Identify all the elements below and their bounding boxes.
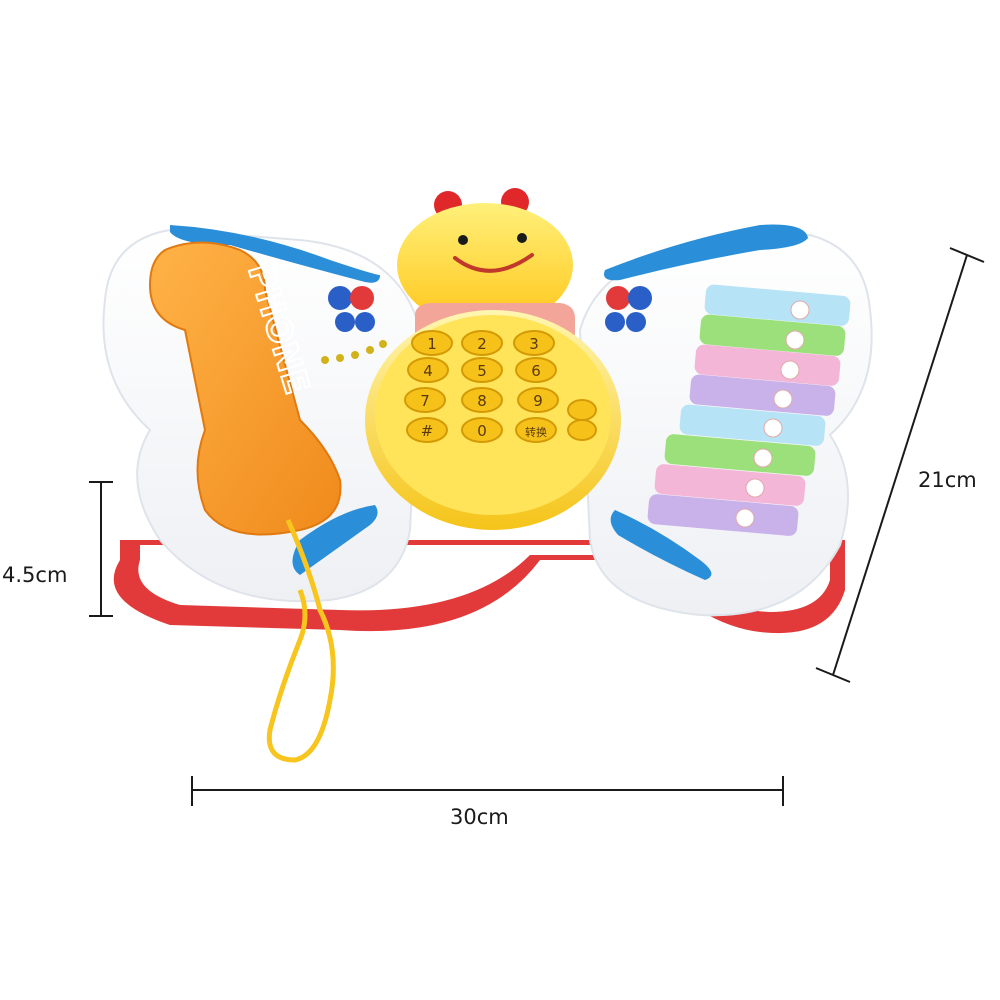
key-3: 3 [529, 335, 539, 353]
key-0: 0 [477, 422, 487, 440]
key-4: 4 [423, 362, 433, 380]
key-2: 2 [477, 335, 487, 353]
width-dimension-line [191, 776, 784, 806]
left-blue-stripe [170, 225, 380, 283]
depth-dimension-line [89, 481, 113, 617]
key-convert: 转换 [525, 425, 547, 439]
right-blue-stripe [604, 224, 808, 281]
key-8: 8 [477, 392, 487, 410]
right-wing-decoration [605, 286, 652, 332]
key-1: 1 [427, 335, 437, 353]
left-wing-decoration [321, 286, 387, 364]
right-lower-blue [610, 510, 712, 580]
left-lower-blue [292, 505, 378, 575]
piano-keys [647, 284, 851, 536]
width-label: 30cm [450, 805, 509, 829]
key-hash: # [421, 422, 434, 440]
keypad: 1 2 3 4 5 6 7 8 9 # 0 转换 [404, 330, 597, 443]
butterfly-head [397, 203, 573, 327]
height-dimension-line [815, 247, 985, 683]
key-7: 7 [420, 392, 430, 410]
key-5: 5 [477, 362, 487, 380]
handset-cord [266, 518, 336, 763]
height-label: 21cm [918, 468, 977, 492]
key-6: 6 [531, 362, 541, 380]
key-9: 9 [533, 392, 543, 410]
smile [453, 253, 534, 273]
depth-label: 4.5cm [2, 563, 68, 587]
